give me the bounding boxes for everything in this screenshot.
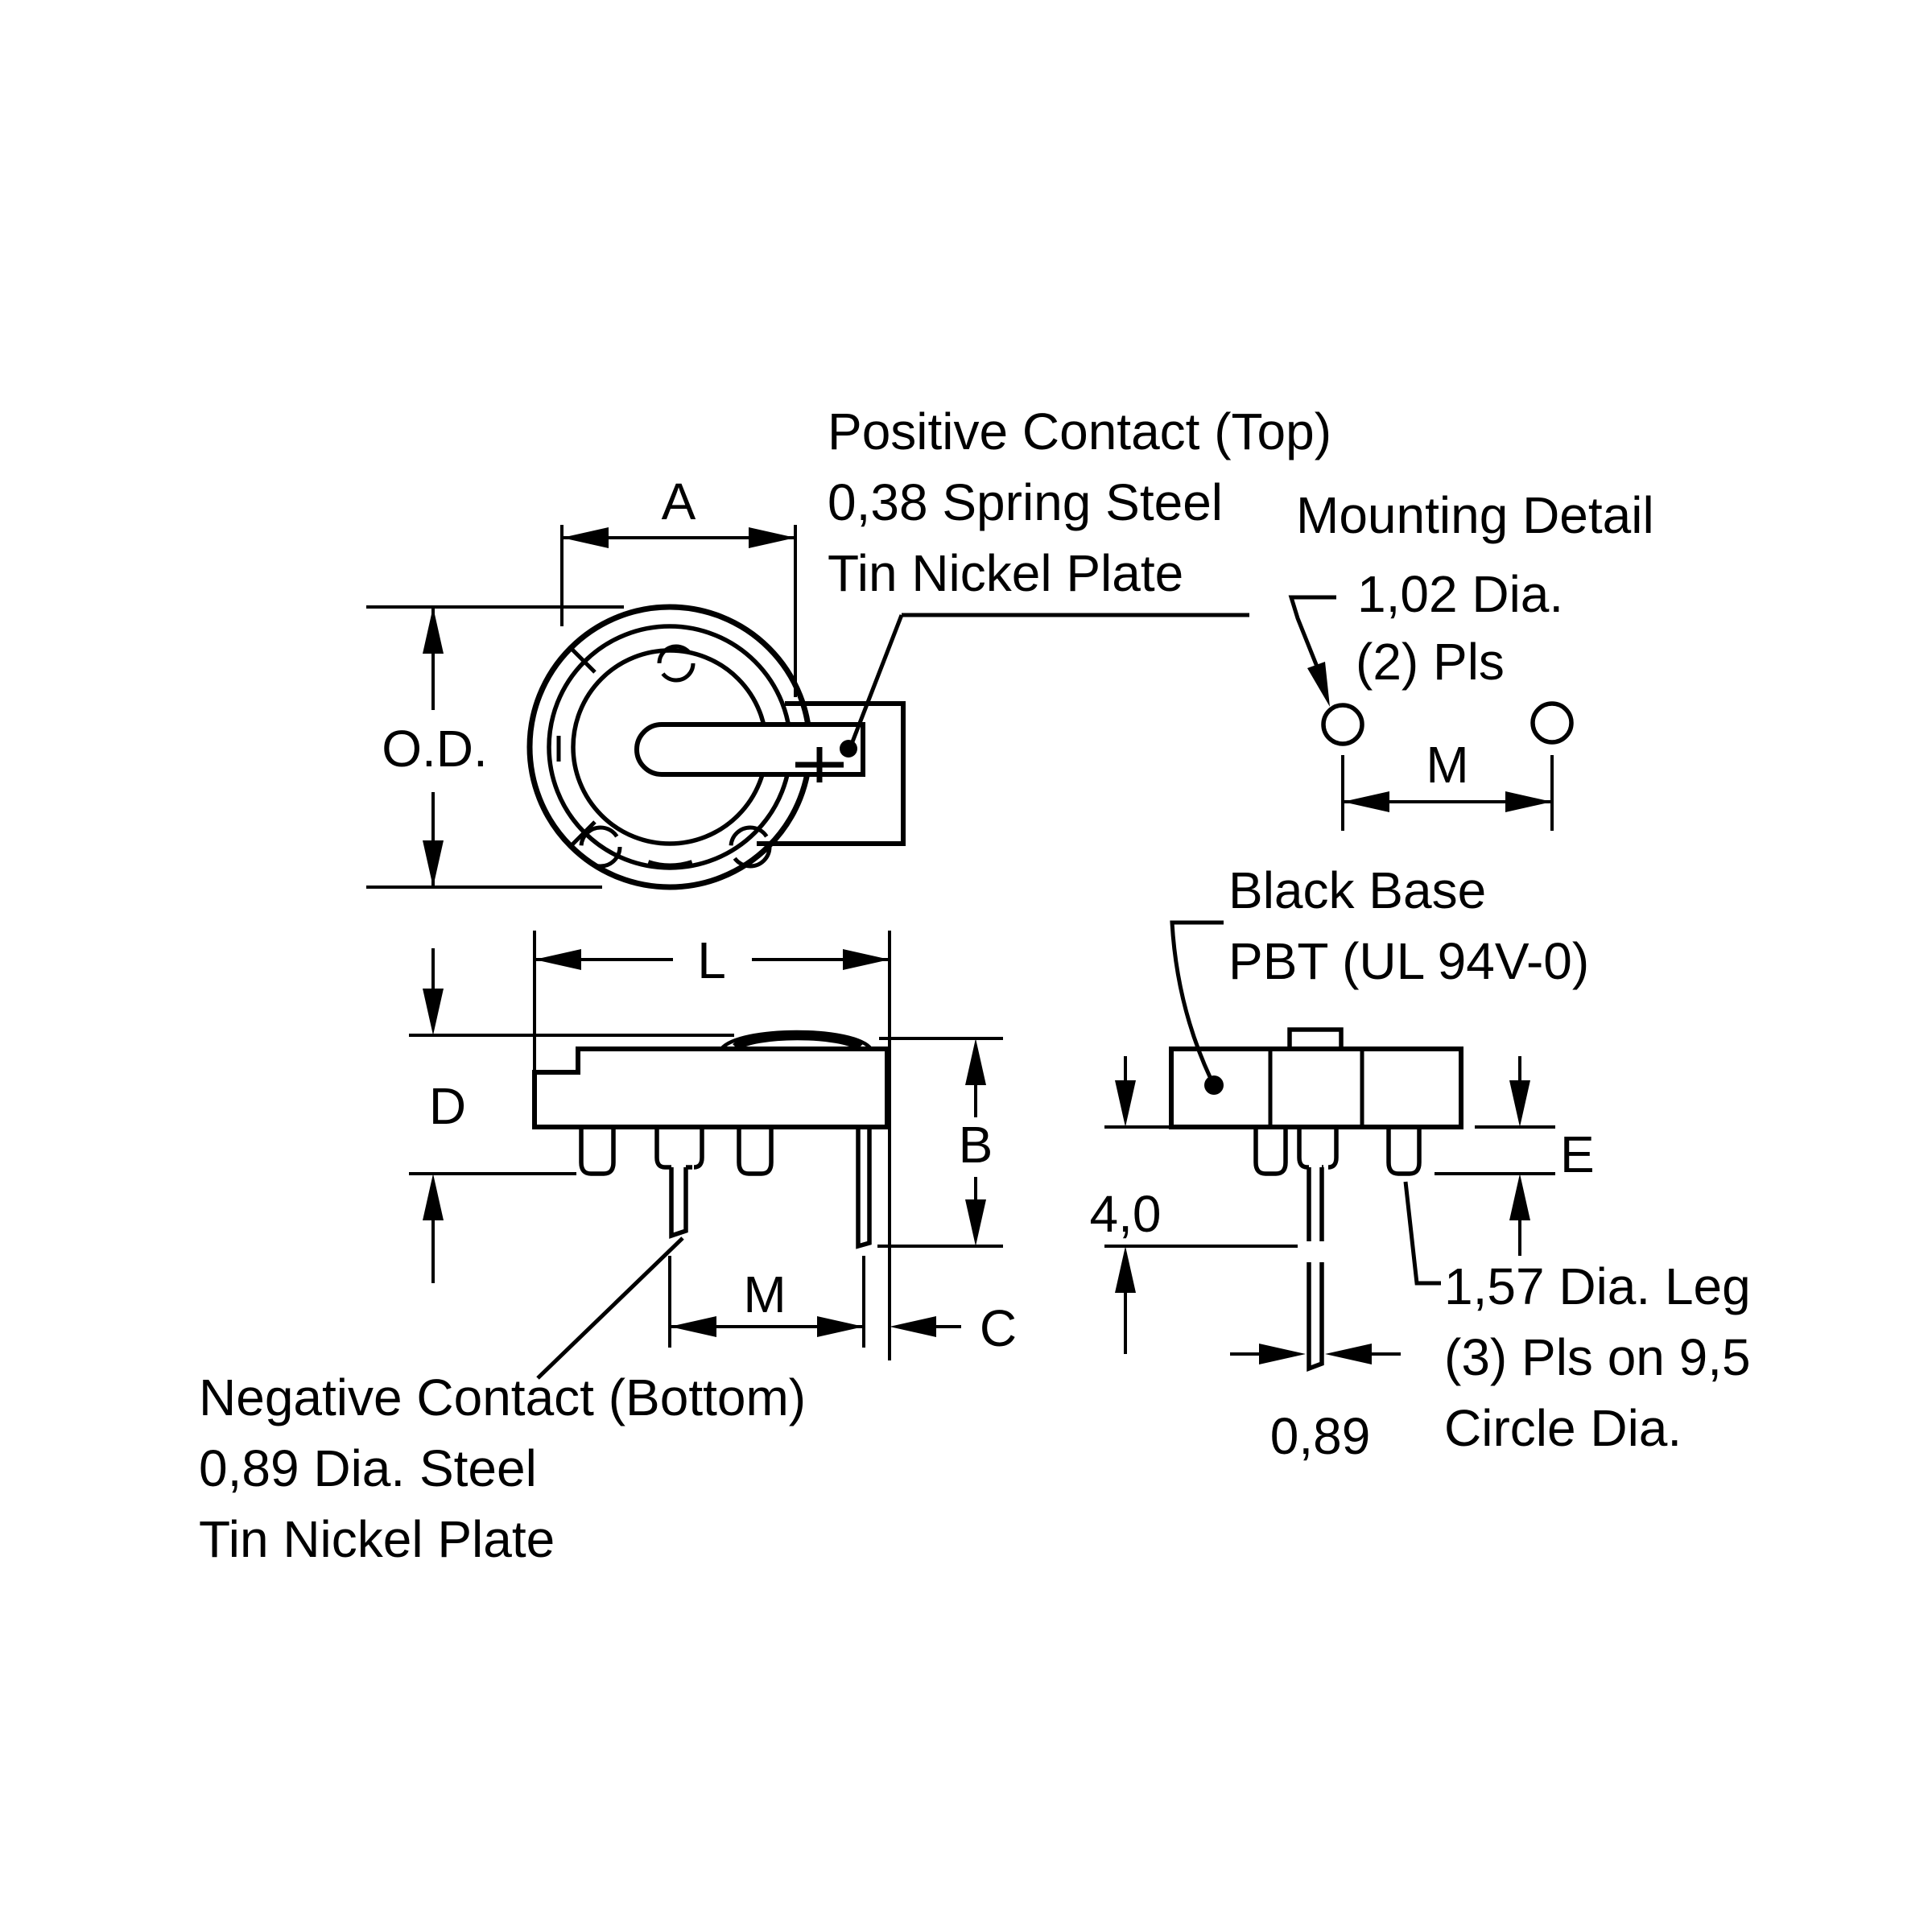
front-center-leg-upper [1307,1167,1324,1241]
arrow-l-left [535,949,581,970]
side-view [532,1030,890,1249]
front-peg-1 [1253,1127,1288,1176]
front-view [1169,920,1463,1372]
note-positive-line1: Positive Contact (Top) [828,402,1331,460]
dim-label-a: A [662,473,696,530]
dim-label-e: E [1560,1125,1595,1183]
note-mounting-line1: 1,02 Dia. [1357,565,1563,623]
arrow-od-top [423,607,444,654]
clip-lower-right [729,825,772,869]
leader-mount-hole [1288,595,1336,667]
mounting-tab [757,701,906,846]
dim-label-d: D [429,1077,466,1135]
arrow-l-right [843,949,890,970]
arrow-40-bottom [1115,1246,1136,1293]
note-negative-line3: Tin Nickel Plate [199,1510,555,1568]
arrow-mount-leader [1307,662,1330,707]
leader-negative [536,1236,684,1380]
arrow-a-left [562,527,609,548]
front-center-leg-lower [1307,1262,1324,1372]
mounting-detail [1288,595,1574,831]
arrow-b-top [965,1038,986,1085]
arrow-089-right [1325,1344,1372,1364]
dim-label-m-mount: M [1426,736,1468,794]
leader-black-base [1170,920,1224,1080]
clip-top [657,644,696,683]
side-view-dimensions [409,931,1003,1380]
arrow-40-top [1115,1080,1136,1127]
right-leg-side [856,1127,872,1249]
note-positive-line3: Tin Nickel Plate [828,544,1183,602]
note-leg-line3: Circle Dia. [1444,1399,1682,1457]
note-negative-line2: 0,89 Dia. Steel [199,1439,537,1497]
dim-label-c: C [980,1299,1017,1357]
note-base-line1: Black Base [1228,861,1486,919]
arrow-e-bottom [1509,1174,1530,1220]
arrow-d-top [423,989,444,1035]
front-peg-3 [1386,1127,1422,1176]
holder-body-front [1169,1046,1463,1129]
negative-contact-leg [669,1167,688,1239]
note-mounting-line2: (2) Pls [1356,633,1505,691]
arrow-e-top [1509,1080,1530,1127]
leader-leg-note [1403,1181,1441,1286]
peg-1 [579,1127,616,1176]
leader-dot-positive [840,740,857,758]
dim-label-b: B [959,1116,993,1174]
arrow-c [890,1316,936,1337]
ring-tick-bottom [646,860,694,870]
top-view [526,604,906,890]
arrow-d-bottom [423,1174,444,1220]
note-mounting-title: Mounting Detail [1296,486,1654,544]
holder-body-side [532,1046,890,1129]
arrow-m-right [817,1316,864,1337]
arrow-b-bottom [965,1199,986,1246]
note-leg-line1: 1,57 Dia. Leg [1444,1257,1751,1315]
arrow-mount-m-left [1343,791,1389,812]
note-leg-line2: (3) Pls on 9,5 [1444,1328,1751,1386]
arrow-m-left [670,1316,716,1337]
leader-positive-diag [849,614,904,745]
mount-hole-left [1321,703,1364,746]
arrow-od-bottom [423,840,444,887]
mount-hole-right [1530,701,1574,745]
front-view-dimensions [1104,1056,1555,1364]
ring-tick-lower-left [569,820,597,848]
top-view-dimensions [366,525,1249,889]
dim-label-40: 4,0 [1090,1185,1162,1243]
body-top-tab [1287,1027,1344,1049]
clip-lower-left [579,825,622,869]
dim-label-od: O.D. [382,720,488,778]
arrow-a-right [749,527,795,548]
dim-label-m-side: M [743,1265,786,1323]
leader-dot-base [1204,1075,1224,1095]
note-positive-line2: 0,38 Spring Steel [828,473,1223,531]
peg-3 [737,1127,774,1176]
labels: Positive Contact (Top) 0,38 Spring Steel… [199,402,1751,1568]
dim-label-089: 0,89 [1270,1407,1371,1465]
note-negative-line1: Negative Contact (Bottom) [199,1368,806,1426]
arrow-089-left [1259,1344,1306,1364]
arrow-mount-m-right [1505,791,1552,812]
dim-label-l: L [697,931,726,989]
ring-tick-upper-left [569,646,597,674]
note-base-line2: PBT (UL 94V-0) [1228,932,1589,990]
battery-dome-edge [733,1031,863,1051]
